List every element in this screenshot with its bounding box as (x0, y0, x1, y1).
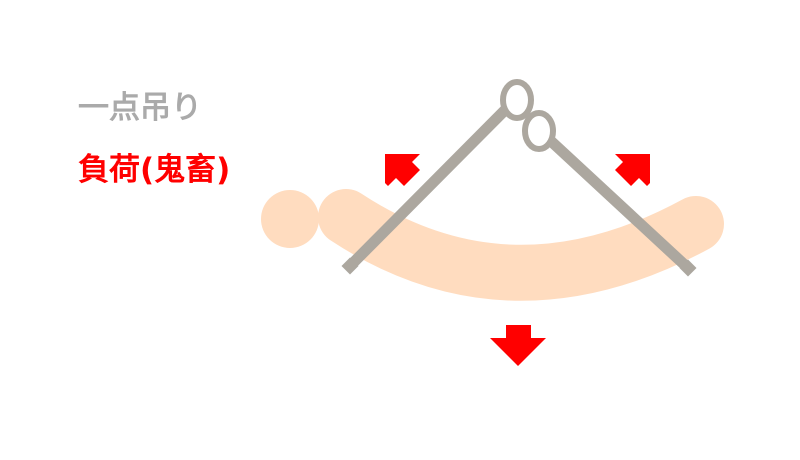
rope-end-left (341, 257, 359, 275)
rope-end-right (679, 259, 697, 277)
arrow-down-icon (490, 325, 546, 366)
head-circle-icon (261, 190, 319, 248)
arrow-up-right-icon (615, 154, 650, 186)
title: 一点吊り (78, 90, 202, 126)
load-label: 負荷(鬼畜) (78, 152, 231, 188)
rope-left (346, 99, 516, 270)
rope-right (536, 126, 692, 273)
curved-body-icon (318, 189, 724, 301)
double-ring-icon (500, 79, 556, 152)
arrow-up-left-icon (385, 154, 420, 186)
